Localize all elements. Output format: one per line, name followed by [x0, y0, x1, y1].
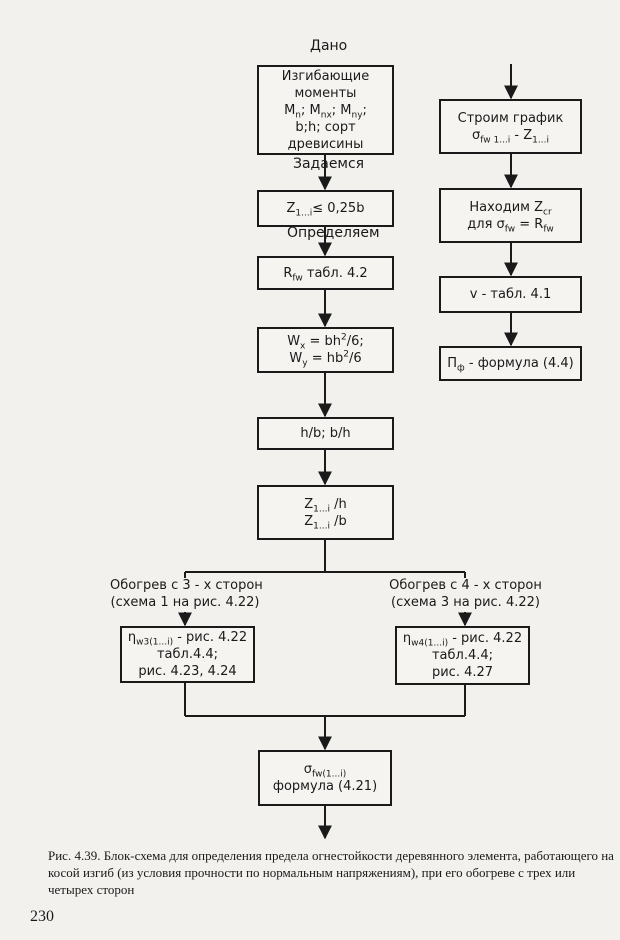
eta3-line3: рис. 4.23, 4.24: [138, 664, 237, 679]
eta4-line2: табл.4.4;: [431, 648, 494, 663]
v-text: v - табл. 4.1: [469, 287, 552, 302]
z-ratio-line1: Z1...i /h: [304, 496, 347, 515]
z-ratio-box: Z1...i /h Z1...i /b: [257, 485, 394, 540]
graph-box: Строим график σfw 1...i - Z1...i: [439, 99, 582, 154]
moments-line1: Изгибающие моменты: [281, 68, 370, 101]
heat4-line1: Обогрев с 4 - х сторон: [389, 578, 542, 593]
zcr-line1: Находим Zcr: [469, 199, 552, 218]
page-number: 230: [30, 908, 54, 925]
w-formula-line2: Wy = hb2/6: [289, 349, 362, 369]
v-box: v - табл. 4.1: [439, 276, 582, 313]
heat4-label: Обогрев с 4 - х сторон (схема 3 на рис. …: [388, 577, 543, 611]
zcr-box: Находим Zcr для σfw = Rfw: [439, 188, 582, 243]
heat3-line2: (схема 1 на рис. 4.22): [110, 595, 260, 610]
graph-line2: σfw 1...i - Z1...i: [472, 127, 549, 146]
eta3-line1: ηw3(1...i) - рис. 4.22: [127, 630, 248, 648]
r-table-text: Rfw табл. 4.2: [283, 265, 368, 284]
eta4-line1: ηw4(1...i) - рис. 4.22: [402, 631, 523, 649]
moments-line3: b;h; сорт древисины: [287, 119, 364, 152]
figure-caption: Рис. 4.39. Блок-схема для определения пр…: [48, 848, 614, 897]
moments-line2: Mn; Mnx; Mny;: [284, 102, 367, 121]
heat3-label: Обогрев с 3 - х сторон (схема 1 на рис. …: [110, 577, 263, 611]
w-formula-box: Wx = bh2/6; Wy = hb2/6: [257, 327, 394, 373]
z-ratio-line2: Z1...i /b: [304, 513, 347, 532]
z-assume-box: Z1...i≤ 0,25b: [257, 190, 394, 227]
graph-line1: Строим график: [457, 110, 564, 126]
eta3-line2: табл.4.4;: [156, 647, 219, 662]
heat4-line2: (схема 3 на рис. 4.22): [391, 595, 540, 610]
pf-text: Пф - формула (4.4): [447, 356, 574, 374]
heat3-line1: Обогрев с 3 - х сторон: [110, 578, 263, 593]
pf-box: Пф - формула (4.4): [439, 346, 582, 381]
eta3-box: ηw3(1...i) - рис. 4.22 табл.4.4; рис. 4.…: [120, 626, 255, 683]
r-table-box: Rfw табл. 4.2: [257, 256, 394, 290]
moments-box: Изгибающие моменты Mn; Mnx; Mny; b;h; со…: [257, 65, 394, 155]
sigma-line2: формула (4.21): [272, 779, 378, 794]
eta4-box: ηw4(1...i) - рис. 4.22 табл.4.4; рис. 4.…: [395, 626, 530, 685]
z-assume-text: Z1...i≤ 0,25b: [286, 201, 365, 219]
determine-label: Определяем: [287, 225, 380, 241]
assume-label: Задаемся: [293, 156, 365, 172]
w-formula-line1: Wx = bh2/6;: [287, 332, 364, 352]
hb-box: h/b; b/h: [257, 417, 394, 450]
zcr-line2: для σfw = Rfw: [467, 216, 554, 235]
sigma-line1: σfw(1...i): [303, 762, 347, 780]
sigma-box: σfw(1...i) формула (4.21): [258, 750, 392, 806]
hb-text: h/b; b/h: [300, 426, 351, 441]
eta4-line3: рис. 4.27: [431, 665, 494, 680]
given-label: Дано: [310, 38, 348, 54]
